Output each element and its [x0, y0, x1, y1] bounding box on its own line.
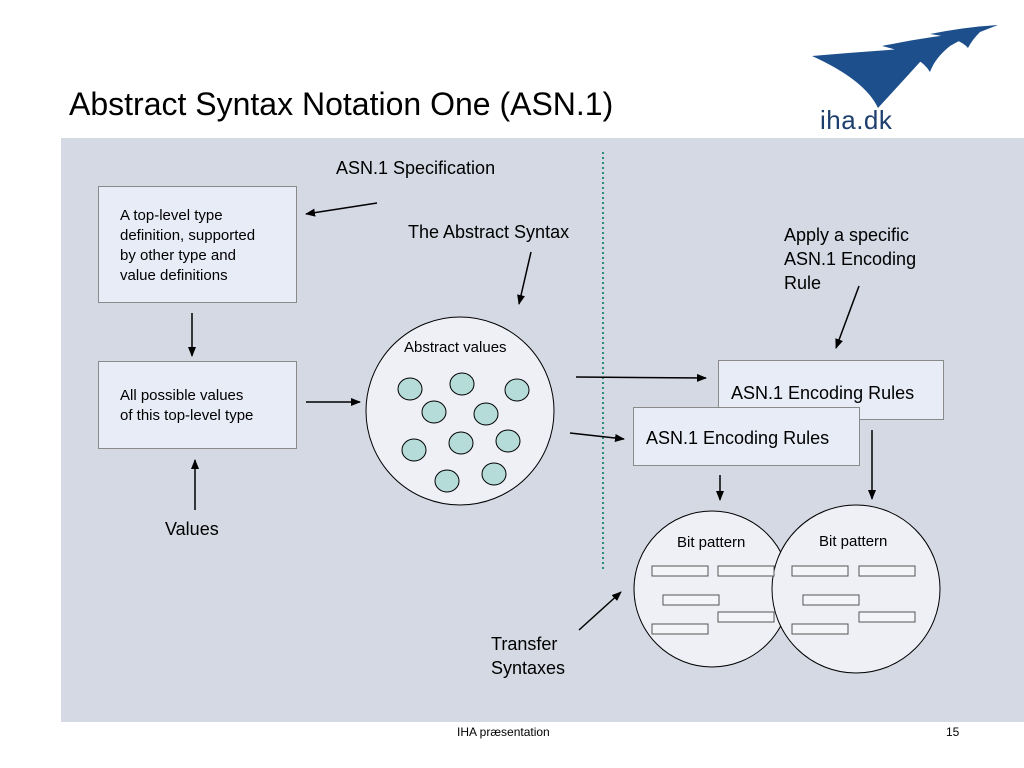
spec-label: ASN.1 Specification	[336, 158, 496, 178]
value-dot	[397, 377, 423, 401]
arrow-transfer-syntaxes	[578, 591, 622, 631]
encoding-rules-box-front	[633, 407, 860, 466]
bit-pattern-right-label: Bit pattern	[819, 533, 888, 550]
bit-bar	[662, 594, 720, 606]
bit-bar	[858, 565, 916, 577]
bit-bar	[858, 611, 916, 623]
all-values-text: All possible values of this top-level ty…	[120, 387, 254, 424]
apply-rule-label: Apply a specific ASN.1 Encoding Rule	[784, 225, 917, 293]
value-dot	[473, 402, 499, 426]
value-dot	[449, 372, 475, 396]
type-definition-box	[98, 186, 297, 303]
value-dot	[481, 462, 507, 486]
arrow-abstract-syntax	[517, 251, 532, 305]
value-dot	[434, 469, 460, 493]
arrow-circle-to-back-encoding	[575, 373, 707, 382]
logo-text: iha.dk	[820, 105, 893, 135]
transfer-syntaxes-label: Transfer Syntaxes	[491, 634, 566, 678]
encoding-rules-front-label: ASN.1 Encoding Rules	[646, 428, 830, 448]
values-label: Values	[165, 519, 219, 539]
bit-pattern-left-label: Bit pattern	[677, 534, 746, 551]
arrow-apply-rule	[835, 285, 860, 349]
value-dot	[504, 378, 530, 402]
encoding-rules-back-label: ASN.1 Encoding Rules	[731, 383, 915, 403]
value-dot	[421, 400, 447, 424]
value-dot	[448, 431, 474, 455]
bit-pattern-bars	[651, 565, 916, 635]
arrow-spec-to-typedef	[305, 202, 378, 217]
abstract-values-label: Abstract values	[404, 339, 507, 356]
value-dots	[397, 372, 530, 493]
bit-pattern-circle-right	[771, 504, 941, 674]
abstract-syntax-label: The Abstract Syntax	[408, 222, 570, 242]
page-number: 15	[946, 725, 960, 739]
bit-bar	[717, 565, 775, 577]
value-dot	[495, 429, 521, 453]
value-dot	[401, 438, 427, 462]
bit-bar	[651, 623, 709, 635]
bit-bar	[717, 611, 775, 623]
bit-bar	[791, 565, 849, 577]
type-definition-text: A top-level type definition, supported b…	[120, 207, 256, 284]
bit-bar	[802, 594, 860, 606]
bit-bar	[791, 623, 849, 635]
slide-title: Abstract Syntax Notation One (ASN.1)	[69, 86, 614, 122]
all-values-box	[98, 361, 297, 449]
bit-bar	[651, 565, 709, 577]
arrow-circle-to-front-encoding	[569, 432, 625, 442]
footer-text: IHA præsentation	[457, 725, 550, 739]
iha-logo-icon	[812, 25, 998, 108]
